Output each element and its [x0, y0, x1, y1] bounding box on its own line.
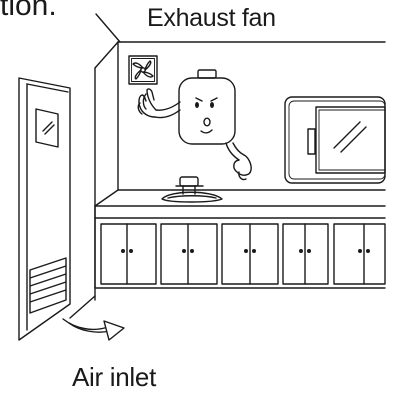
mascot-character: [138, 70, 251, 180]
fan-icon: [129, 56, 157, 84]
kitchen-cabinets: [95, 218, 385, 288]
kitchen-counter: [95, 190, 385, 218]
kitchen-door: [19, 78, 70, 340]
exhaust-fan-leader-line: [96, 14, 120, 42]
arrow-icon: [63, 319, 124, 340]
microwave-oven: [285, 97, 385, 183]
room-outline: [70, 42, 385, 318]
